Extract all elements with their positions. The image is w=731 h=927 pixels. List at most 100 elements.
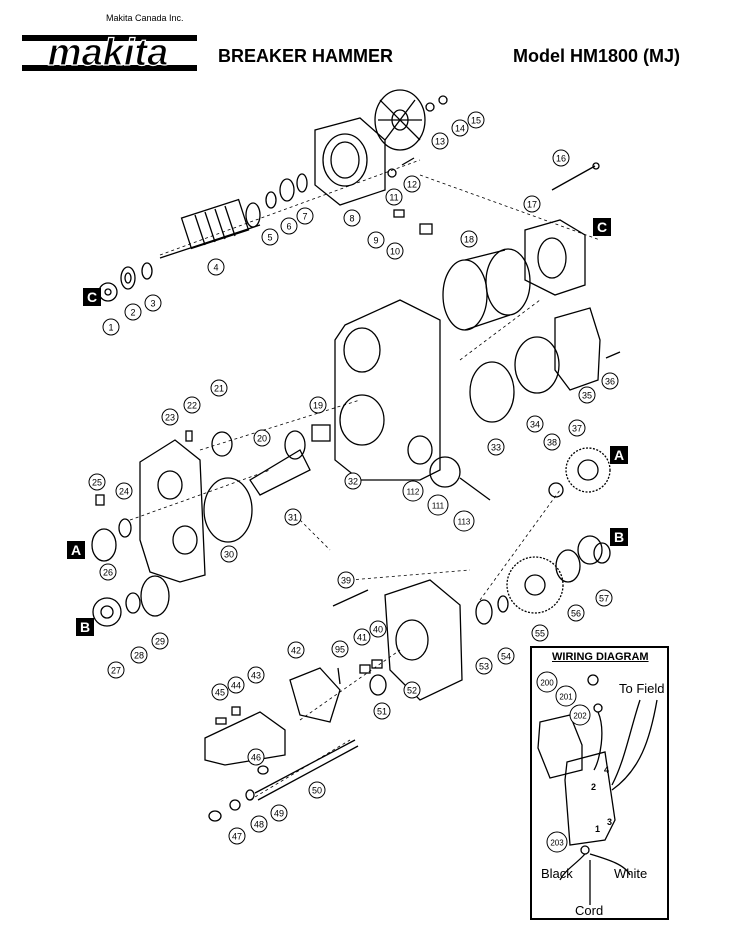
part-number: 38 [547, 438, 557, 448]
part-callout: 10 [386, 242, 404, 260]
part-number: 29 [155, 637, 165, 647]
part-callout: 55 [531, 624, 549, 642]
callout-circle [403, 175, 421, 193]
part-callout: 24 [115, 482, 133, 500]
part-callout: 54 [497, 647, 515, 665]
part-callout: 48 [250, 815, 268, 833]
part-callout: 28 [130, 646, 148, 664]
callout-circle [386, 242, 404, 260]
part-callout: 34 [526, 415, 544, 433]
part-callout: 202 [569, 704, 591, 726]
part-number: 54 [501, 652, 511, 662]
part-callout: 41 [353, 628, 371, 646]
part-callout: 9 [367, 231, 385, 249]
callout-circle [309, 396, 327, 414]
part-number: 25 [92, 478, 102, 488]
callout-circle [247, 748, 265, 766]
black-wire-label: Black [541, 866, 573, 881]
part-number: 201 [559, 693, 573, 702]
part-callout: 29 [151, 632, 169, 650]
part-number: 112 [407, 488, 420, 497]
callout-circle [343, 209, 361, 227]
callout-circle [497, 647, 515, 665]
callout-circle [270, 804, 288, 822]
part-number: 32 [348, 477, 358, 487]
callout-circle [308, 781, 326, 799]
callout-circle [102, 318, 120, 336]
part-number: 16 [556, 154, 566, 164]
part-callout: 112 [402, 480, 424, 502]
part-callout: 39 [337, 571, 355, 589]
part-number: 41 [357, 633, 367, 643]
callout-circle [567, 604, 585, 622]
part-number: 6 [286, 222, 291, 232]
part-callout: 2 [124, 303, 142, 321]
part-number: 3 [150, 299, 155, 309]
callout-circle [531, 624, 549, 642]
company-name: Makita Canada Inc. [106, 13, 184, 23]
white-wire-label: White [614, 866, 648, 881]
part-callout: 50 [308, 781, 326, 799]
callout-circle [88, 473, 106, 491]
part-callout: 44 [227, 676, 245, 694]
part-callout: 43 [247, 666, 265, 684]
part-callout: 14 [451, 119, 469, 137]
part-callout: 7 [296, 207, 314, 225]
callout-circle [543, 433, 561, 451]
part-callout: 5 [261, 228, 279, 246]
section-marker: B [610, 528, 628, 546]
part-callout: 203 [546, 831, 568, 853]
part-callout: 42 [287, 641, 305, 659]
part-number: 23 [165, 413, 175, 423]
section-marker-label: A [614, 447, 624, 463]
callout-circle [207, 258, 225, 276]
part-callout: 95 [331, 640, 349, 658]
callout-circle [211, 683, 229, 701]
callout-circle [601, 372, 619, 390]
part-callout: 8 [343, 209, 361, 227]
part-number: 57 [599, 594, 609, 604]
callout-circle [523, 195, 541, 213]
callout-circle [526, 415, 544, 433]
crank-housing [334, 299, 441, 481]
part-number: 27 [111, 666, 121, 676]
part-number: 21 [214, 384, 224, 394]
part-number: 17 [527, 200, 537, 210]
part-callout: 20 [253, 429, 271, 447]
callout-circle [261, 228, 279, 246]
callout-circle [487, 438, 505, 456]
part-number: 5 [267, 233, 272, 243]
section-marker-label: B [614, 529, 624, 545]
alignment-lines [129, 159, 601, 801]
part-callout: 18 [460, 230, 478, 248]
callout-circle [253, 429, 271, 447]
part-number: 203 [550, 839, 564, 848]
part-number: 55 [535, 629, 545, 639]
section-marker: C [83, 288, 101, 306]
callout-circle [144, 294, 162, 312]
callout-circle [427, 494, 449, 516]
part-callout: 51 [373, 702, 391, 720]
callout-circle [595, 589, 613, 607]
callout-circle [247, 666, 265, 684]
part-callout: 21 [210, 379, 228, 397]
wiring-diagram-title: WIRING DIAGRAM [552, 651, 649, 663]
part-number: 51 [377, 707, 387, 717]
part-callout: 25 [88, 473, 106, 491]
part-callout: 12 [403, 175, 421, 193]
callout-circle [475, 657, 493, 675]
callout-circle [536, 671, 558, 693]
callout-circle [568, 419, 586, 437]
cord-label: Cord [575, 903, 604, 918]
callout-circle [284, 508, 302, 526]
part-callout: 47 [228, 827, 246, 845]
part-callout: 201 [555, 685, 577, 707]
part-callout: 33 [487, 438, 505, 456]
part-callout: 35 [578, 386, 596, 404]
part-number: 1 [108, 323, 113, 333]
part-number: 28 [134, 651, 144, 661]
callout-circle [227, 676, 245, 694]
callout-circle [151, 632, 169, 650]
part-number: 40 [373, 625, 383, 635]
fan-part [374, 89, 426, 151]
